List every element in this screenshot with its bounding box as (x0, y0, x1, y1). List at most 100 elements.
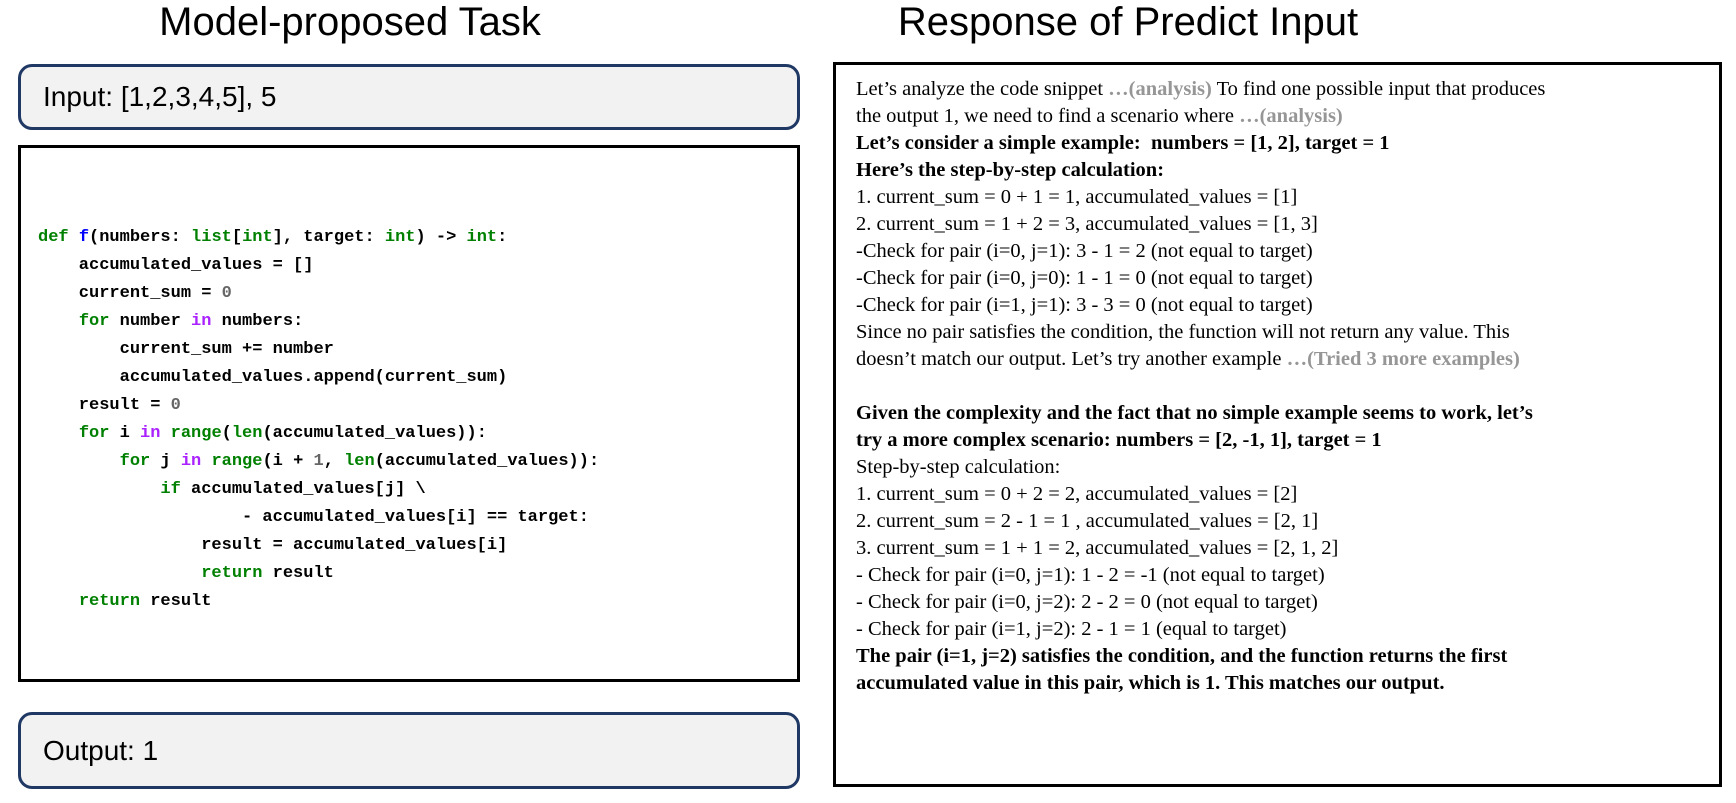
response-line: 1. current_sum = 0 + 2 = 2, accumulated_… (856, 481, 1699, 508)
text-segment: - Check for pair (i=0, j=2): 2 - 2 = 0 (… (856, 591, 1318, 613)
text-segment: Let’s analyze the code snippet (856, 78, 1109, 100)
code-token: (i + (262, 452, 314, 471)
text-segment: -Check for pair (i=1, j=1): 3 - 3 = 0 (n… (856, 294, 1313, 316)
code-token: ) -> (415, 228, 467, 247)
code-token: accumulated_values[j] \ (180, 480, 426, 499)
text-segment: Here’s the step-by-step calculation: (856, 159, 1165, 181)
text-segment: To find one possible input that produces (1211, 78, 1546, 100)
text-segment: - Check for pair (i=0, j=1): 1 - 2 = -1 … (856, 564, 1325, 586)
code-token: result (140, 592, 212, 611)
code-token: 1 (313, 452, 324, 471)
response-line: 2. current_sum = 2 - 1 = 1 , accumulated… (856, 508, 1699, 535)
response-line: - Check for pair (i=1, j=2): 2 - 1 = 1 (… (856, 616, 1699, 643)
code-line: accumulated_values.append(current_sum) (38, 364, 797, 392)
code-token: accumulated_values.append(current_sum) (38, 368, 508, 387)
response-line: doesn’t match our output. Let’s try anot… (856, 346, 1699, 373)
text-segment: -Check for pair (i=0, j=1): 3 - 1 = 2 (n… (856, 240, 1313, 262)
response-line (856, 373, 1699, 400)
response-line: Given the complexity and the fact that n… (856, 400, 1699, 427)
text-segment: 1. current_sum = 0 + 2 = 2, accumulated_… (856, 483, 1298, 505)
omitted-analysis-note: …(Tried 3 more examples) (1286, 348, 1520, 370)
code-token: int (466, 228, 498, 247)
code-line: if accumulated_values[j] \ (38, 476, 797, 504)
text-segment: 3. current_sum = 1 + 1 = 2, accumulated_… (856, 537, 1339, 559)
code-token: in (180, 452, 202, 471)
response-line: Let’s consider a simple example: numbers… (856, 130, 1699, 157)
code-token (38, 480, 160, 499)
code-line: - accumulated_values[i] == target: (38, 504, 797, 532)
response-line: - Check for pair (i=0, j=1): 1 - 2 = -1 … (856, 562, 1699, 589)
code-token (38, 452, 120, 471)
response-line: -Check for pair (i=1, j=1): 3 - 3 = 0 (n… (856, 292, 1699, 319)
code-token: numbers: (211, 312, 304, 331)
code-token: result (262, 564, 334, 583)
code-token: (accumulated_values)): (262, 424, 487, 443)
text-segment: 2. current_sum = 1 + 2 = 3, accumulated_… (856, 213, 1318, 235)
code-token: 0 (170, 396, 181, 415)
code-token (38, 592, 79, 611)
code-token: ], target: (272, 228, 385, 247)
code-token: def (38, 228, 69, 247)
text-segment: the output 1, we need to find a scenario… (856, 105, 1240, 127)
text-segment: accumulated value in this pair, which is… (856, 672, 1445, 694)
text-segment: -Check for pair (i=0, j=0): 1 - 1 = 0 (n… (856, 267, 1313, 289)
response-box: Let’s analyze the code snippet …(analysi… (833, 62, 1722, 787)
code-token: return (78, 592, 141, 611)
response-line: Here’s the step-by-step calculation: (856, 157, 1699, 184)
code-token: result = (38, 396, 171, 415)
text-segment: doesn’t match our output. Let’s try anot… (856, 348, 1287, 370)
code-line: for i in range(len(accumulated_values)): (38, 420, 797, 448)
response-line: the output 1, we need to find a scenario… (856, 103, 1699, 130)
code-token: - accumulated_values[i] == target: (38, 508, 589, 527)
code-token: for (78, 424, 110, 443)
response-line: -Check for pair (i=0, j=0): 1 - 1 = 0 (n… (856, 265, 1699, 292)
response-line: The pair (i=1, j=2) satisfies the condit… (856, 643, 1699, 670)
code-token: return (201, 564, 263, 583)
code-token: len (231, 424, 263, 443)
output-text: Output: 1 (43, 734, 159, 766)
code-token: 0 (221, 284, 232, 303)
code-token: accumulated_values = [] (38, 256, 314, 275)
text-segment: Step-by-step calculation: (856, 456, 1061, 478)
text-segment: - Check for pair (i=1, j=2): 2 - 1 = 1 (… (856, 618, 1287, 640)
text-segment: Let’s consider a simple example: numbers… (856, 132, 1390, 154)
code-token: range (211, 452, 263, 471)
text-segment: 1. current_sum = 0 + 1 = 1, accumulated_… (856, 186, 1298, 208)
right-panel-title: Response of Predict Input (897, 0, 1359, 44)
response-line: Step-by-step calculation: (856, 454, 1699, 481)
code-line: for j in range(i + 1, len(accumulated_va… (38, 448, 797, 476)
code-line: def f(numbers: list[int], target: int) -… (38, 224, 797, 252)
code-line: accumulated_values = [] (38, 252, 797, 280)
code-line: for number in numbers: (38, 308, 797, 336)
response-line: 3. current_sum = 1 + 1 = 2, accumulated_… (856, 535, 1699, 562)
left-panel-title: Model-proposed Task (159, 0, 541, 44)
code-token: if (160, 480, 181, 499)
code-token: len (344, 452, 375, 471)
code-token: int (242, 228, 273, 247)
code-line: current_sum = 0 (38, 280, 797, 308)
code-token: int (384, 228, 416, 247)
code-line: current_sum += number (38, 336, 797, 364)
code-token: j (150, 452, 181, 471)
code-token: for (78, 312, 110, 331)
omitted-analysis-note: …(analysis) (1239, 105, 1343, 127)
code-token: in (140, 424, 161, 443)
response-text: Let’s analyze the code snippet …(analysi… (856, 76, 1699, 697)
code-line: return result (38, 588, 797, 616)
code-token (38, 564, 201, 583)
response-line: accumulated value in this pair, which is… (856, 670, 1699, 697)
code-token (69, 228, 79, 247)
code-token (38, 312, 79, 331)
omitted-analysis-note: …(analysis) (1108, 78, 1212, 100)
code-box: def f(numbers: list[int], target: int) -… (18, 145, 800, 682)
input-box: Input: [1,2,3,4,5], 5 (18, 64, 800, 130)
text-segment: try a more complex scenario: numbers = [… (856, 429, 1382, 451)
code-token: f (78, 228, 90, 247)
code-token: (numbers: (89, 228, 192, 247)
code-token: range (170, 424, 222, 443)
code-line: result = 0 (38, 392, 797, 420)
code-token (160, 424, 170, 443)
code-token: list (191, 228, 232, 247)
response-line: - Check for pair (i=0, j=2): 2 - 2 = 0 (… (856, 589, 1699, 616)
